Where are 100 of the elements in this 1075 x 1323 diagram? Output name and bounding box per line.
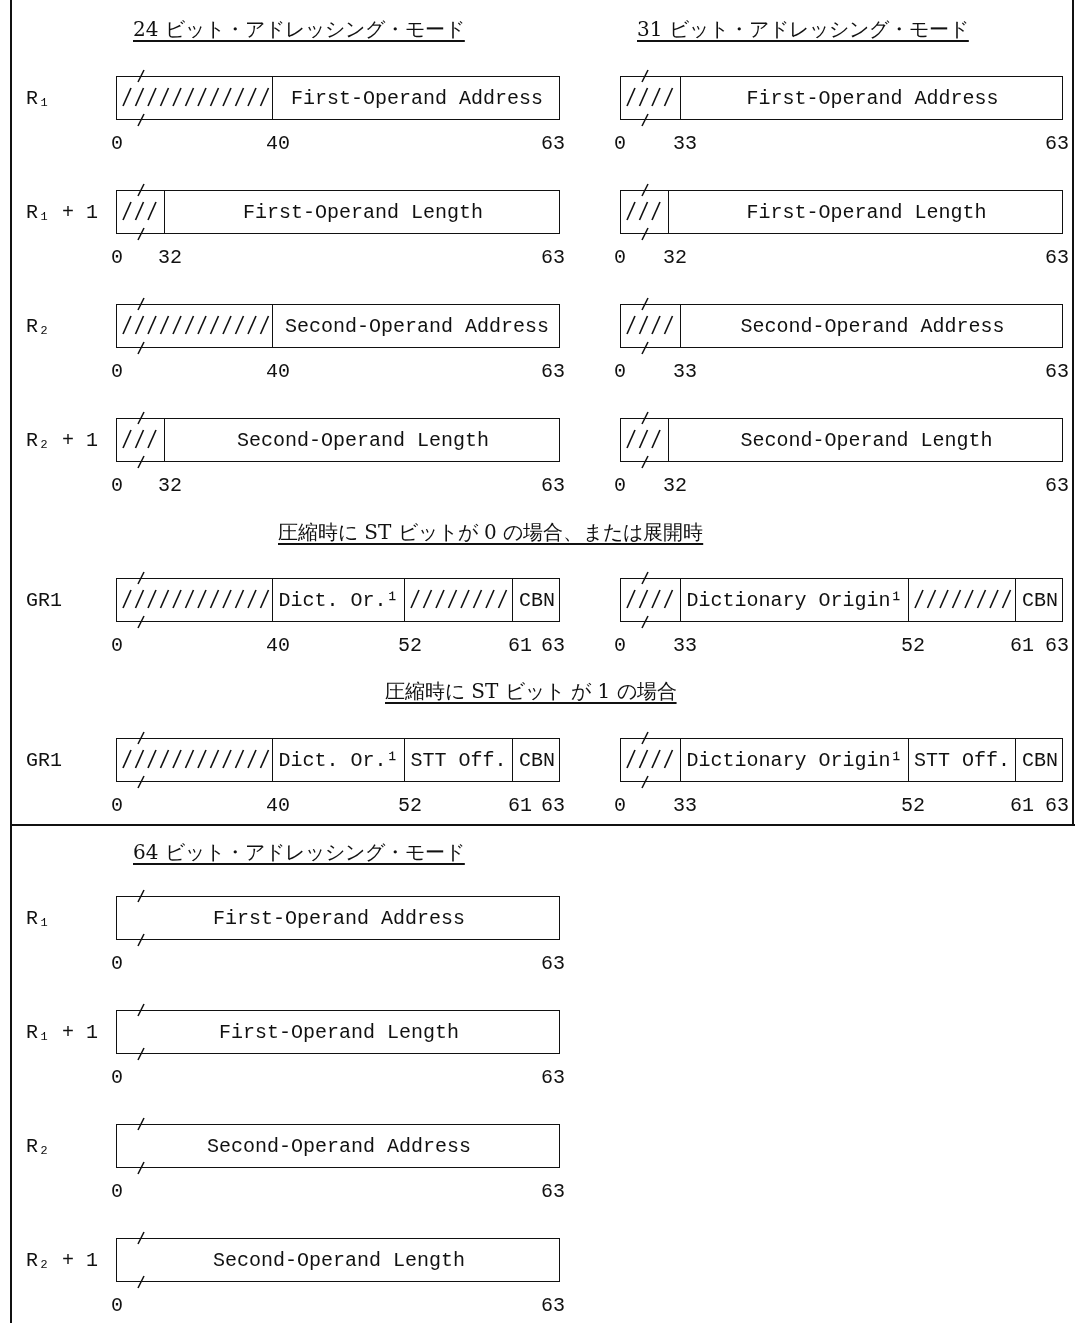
bit-number: 63 — [1045, 796, 1069, 816]
register-name: GR1 — [26, 591, 62, 611]
bit-number: 0 — [111, 362, 123, 382]
bit-number: 63 — [1045, 476, 1069, 496]
bit-number: 0 — [111, 1296, 123, 1316]
bit-number: 61 — [508, 636, 532, 656]
bit-number: 0 — [111, 1068, 123, 1088]
bit-number: 63 — [541, 796, 565, 816]
field-label: STT Off. — [410, 748, 507, 772]
field-label: First-Operand Length — [218, 1020, 459, 1044]
field-label: Second-Operand Length — [740, 428, 993, 452]
register-name: R₁ + 1 — [26, 203, 98, 223]
register-name: R₂ — [26, 1137, 50, 1157]
bit-number: 33 — [673, 636, 697, 656]
bit-number: 40 — [266, 134, 290, 154]
bit-number: 0 — [614, 636, 626, 656]
register-name: R₁ — [26, 89, 50, 109]
register-box — [116, 896, 560, 940]
register-box — [116, 304, 560, 348]
bit-number: 61 — [508, 796, 532, 816]
field-label: Second-Operand Length — [236, 428, 489, 452]
bit-number: 0 — [614, 248, 626, 268]
field-label: Second-Operand Address — [206, 1134, 471, 1158]
register-box — [116, 578, 560, 622]
bit-number: 0 — [111, 248, 123, 268]
bit-number: 0 — [614, 476, 626, 496]
section-heading: 64 ビット・アドレッシング・モード — [133, 842, 465, 862]
bit-number: 33 — [673, 796, 697, 816]
bit-number: 40 — [266, 362, 290, 382]
bit-number: 33 — [673, 362, 697, 382]
bit-number: 63 — [541, 362, 565, 382]
register-box — [116, 190, 560, 234]
bit-number: 40 — [266, 796, 290, 816]
register-name: R₁ — [26, 909, 50, 929]
bit-number: 63 — [1045, 636, 1069, 656]
bit-number: 0 — [614, 362, 626, 382]
field-label: Second-Operand Address — [740, 314, 1005, 338]
bit-number: 52 — [901, 636, 925, 656]
bit-number: 32 — [158, 476, 182, 496]
bit-number: 52 — [398, 796, 422, 816]
bit-number: 0 — [111, 134, 123, 154]
field-label: First-Operand Address — [746, 86, 999, 110]
bit-number: 0 — [111, 796, 123, 816]
bit-number: 63 — [1045, 362, 1069, 382]
field-label: First-Operand Address — [212, 906, 465, 930]
field-label: CBN — [1022, 588, 1058, 612]
bit-number: 0 — [614, 134, 626, 154]
bit-number: 32 — [663, 248, 687, 268]
field-label: Dictionary Origin¹ — [686, 748, 903, 772]
field-label: First-Operand Length — [746, 200, 987, 224]
field-label: Dict. Or.¹ — [278, 588, 399, 612]
register-box — [116, 1010, 560, 1054]
field-label: Dictionary Origin¹ — [686, 588, 903, 612]
register-box — [620, 418, 1063, 462]
bit-number: 32 — [663, 476, 687, 496]
bit-number: 40 — [266, 636, 290, 656]
register-box — [116, 418, 560, 462]
register-name: R₁ + 1 — [26, 1023, 98, 1043]
bit-number: 52 — [901, 796, 925, 816]
register-name: R₂ + 1 — [26, 1251, 98, 1271]
section-heading: 圧縮時に ST ビットが 0 の場合、または展開時 — [278, 522, 704, 542]
bit-number: 0 — [111, 476, 123, 496]
field-label: CBN — [519, 748, 555, 772]
field-label: CBN — [519, 588, 555, 612]
register-name: GR1 — [26, 751, 62, 771]
field-label: Dict. Or.¹ — [278, 748, 399, 772]
register-name: R₂ + 1 — [26, 431, 98, 451]
bit-number: 0 — [614, 796, 626, 816]
register-box — [620, 304, 1063, 348]
bit-number: 0 — [111, 954, 123, 974]
field-label: Second-Operand Length — [212, 1248, 465, 1272]
bit-number: 63 — [541, 954, 565, 974]
bit-number: 61 — [1010, 796, 1034, 816]
register-box — [620, 76, 1063, 120]
section-heading: 圧縮時に ST ビット が 1 の場合 — [385, 681, 677, 701]
register-box — [116, 1124, 560, 1168]
field-label: Second-Operand Address — [284, 314, 549, 338]
bit-number: 63 — [541, 1296, 565, 1316]
field-label: First-Operand Length — [242, 200, 483, 224]
bit-number: 52 — [398, 636, 422, 656]
bit-number: 63 — [1045, 248, 1069, 268]
bit-number: 32 — [158, 248, 182, 268]
register-box — [620, 738, 1063, 782]
bit-number: 63 — [1045, 134, 1069, 154]
bit-number: 63 — [541, 476, 565, 496]
bit-number: 63 — [541, 248, 565, 268]
register-box — [620, 190, 1063, 234]
field-label: CBN — [1022, 748, 1058, 772]
bit-number: 63 — [541, 636, 565, 656]
register-box — [116, 738, 560, 782]
bit-number: 63 — [541, 134, 565, 154]
bit-number: 0 — [111, 636, 123, 656]
register-box — [116, 76, 560, 120]
bit-number: 63 — [541, 1182, 565, 1202]
section-heading: 31 ビット・アドレッシング・モード — [637, 19, 969, 39]
bit-number: 63 — [541, 1068, 565, 1088]
register-name: R₂ — [26, 317, 50, 337]
bit-number: 33 — [673, 134, 697, 154]
register-box — [116, 1238, 560, 1282]
field-label: First-Operand Address — [290, 86, 543, 110]
